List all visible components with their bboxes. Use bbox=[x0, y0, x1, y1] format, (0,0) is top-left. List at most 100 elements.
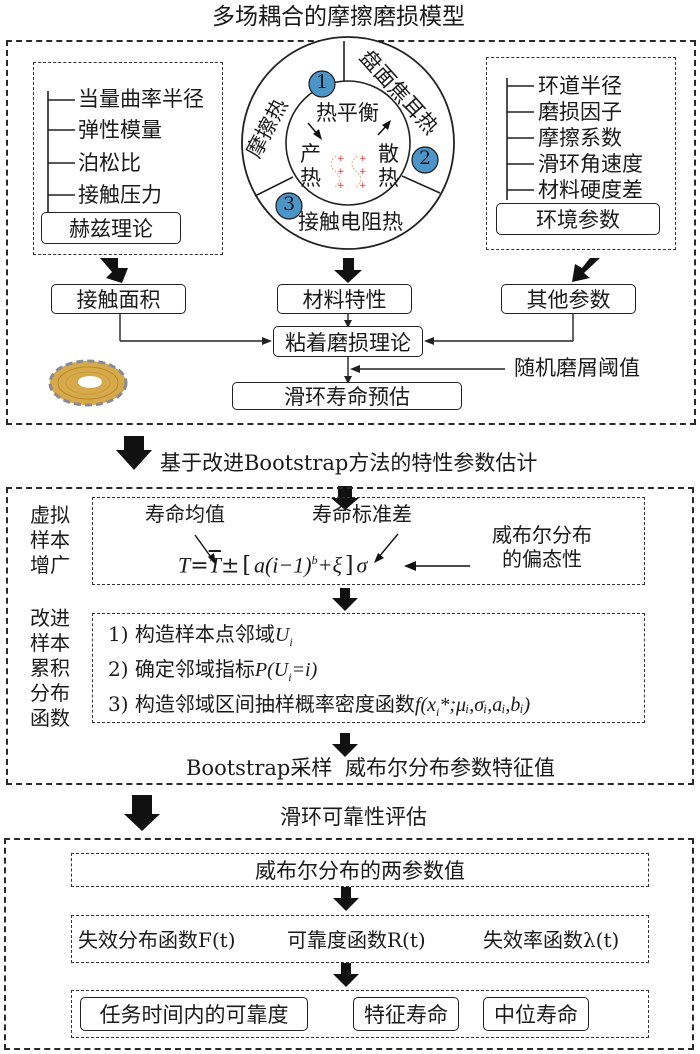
weibull-two-params-box: 威布尔分布的两参数值 bbox=[71, 853, 649, 887]
median-life-box: 中位寿命 bbox=[483, 997, 589, 1031]
badge-2-number: 2 bbox=[419, 147, 432, 169]
functions-box bbox=[71, 915, 649, 963]
ring-center-left: 产热 bbox=[300, 142, 321, 191]
hertz-item: 弹性模量 bbox=[78, 118, 162, 142]
step-suffix: *;μᵢ,σᵢ,aᵢ,bᵢ) bbox=[439, 694, 531, 716]
env-group bbox=[486, 57, 676, 250]
label-line: 虚拟 bbox=[30, 503, 70, 527]
badge-2 bbox=[411, 146, 439, 174]
arrow-cont bbox=[331, 486, 359, 510]
svg-text:+: + bbox=[359, 154, 367, 164]
label-line: 样本 bbox=[30, 528, 70, 552]
arrow-hertz-to-contact bbox=[100, 258, 128, 283]
bootstrap-sampling-label: Bootstrap采样 bbox=[186, 756, 333, 780]
env-item: 摩擦系数 bbox=[538, 126, 622, 150]
formula-eq: = bbox=[190, 553, 209, 579]
step-sub: i bbox=[435, 705, 440, 719]
env-item: 环道半径 bbox=[538, 74, 622, 98]
cdf-step: 1) 构造样本点邻域Ui bbox=[108, 624, 293, 648]
arrow-ring-to-material bbox=[334, 258, 362, 283]
sampling-formula: T=T±[a(i−1)b+ξ]σ bbox=[178, 554, 367, 577]
weibull-two-params-label: 威布尔分布的两参数值 bbox=[255, 859, 465, 883]
step-math: P(U bbox=[254, 659, 289, 681]
characteristic-life-box: 特征寿命 bbox=[353, 997, 459, 1031]
section2-panel bbox=[6, 487, 694, 785]
formula-tbar: T bbox=[208, 552, 221, 578]
weibull-params-label: 威布尔分布参数特征值 bbox=[345, 756, 555, 780]
badge-3-number: 3 bbox=[283, 193, 296, 215]
env-item: 滑环角速度 bbox=[538, 152, 643, 176]
other-params-node: 其他参数 bbox=[501, 284, 636, 314]
step-text: 3) 构造邻域区间抽样概率密度函数 bbox=[108, 692, 415, 716]
life-prediction-node: 滑环寿命预估 bbox=[232, 382, 462, 410]
step-text: 1) 构造样本点邻域 bbox=[108, 622, 275, 646]
adhesive-wear-node: 粘着磨损理论 bbox=[273, 326, 423, 357]
step-sub: i bbox=[288, 670, 292, 684]
step-suffix: =i) bbox=[291, 659, 318, 681]
virtual-sample-box bbox=[92, 497, 645, 585]
label-line: 的偏态性 bbox=[502, 547, 582, 571]
env-item: 磨损因子 bbox=[538, 100, 622, 124]
arrow-to-cdf bbox=[332, 588, 358, 611]
contact-area-node: 接触面积 bbox=[51, 284, 186, 314]
hertz-item: 当量曲率半径 bbox=[78, 87, 204, 111]
svg-text:+: + bbox=[359, 167, 367, 177]
hertz-item: 泊松比 bbox=[78, 151, 141, 175]
ring-center-title: 热平衡 bbox=[316, 101, 379, 125]
hertz-group bbox=[33, 62, 223, 255]
hertz-theory-box: 赫兹理论 bbox=[41, 212, 181, 244]
step-sub: i bbox=[289, 635, 293, 649]
badge-1-number: 1 bbox=[316, 71, 329, 93]
cdf-step: 2) 确定邻域指标P(Ui=i) bbox=[108, 659, 317, 683]
ring-center-right: 散热 bbox=[378, 142, 399, 191]
badge-3 bbox=[275, 192, 303, 220]
svg-text:+: + bbox=[359, 181, 367, 191]
mission-reliability-box: 任务时间内的可靠度 bbox=[80, 997, 308, 1031]
improved-cdf-box bbox=[92, 613, 645, 723]
improved-cdf-label: 改进 样本 累积 分布 函数 bbox=[30, 606, 70, 731]
formula-exp: b bbox=[311, 553, 318, 567]
svg-text:+: + bbox=[337, 181, 345, 191]
label-line: 分布 bbox=[30, 681, 70, 705]
label-line: 威布尔分布 bbox=[492, 523, 592, 547]
step-text: 2) 确定邻域指标 bbox=[108, 657, 255, 681]
failure-rate-label: 失效率函数λ(t) bbox=[483, 928, 620, 952]
skew-label: 威布尔分布 的偏态性 bbox=[492, 523, 592, 571]
section2-title: 基于改进Bootstrap方法的特性参数估计 bbox=[160, 451, 538, 475]
slip-ring-image bbox=[48, 359, 128, 407]
section3-title: 滑环可靠性评估 bbox=[280, 805, 427, 829]
formula-a: a bbox=[253, 552, 265, 578]
formula-sigma: σ bbox=[356, 552, 368, 578]
arrow-to-bootstrap bbox=[332, 733, 358, 757]
std-label: 寿命标准差 bbox=[312, 502, 412, 526]
arrow-env-to-other bbox=[572, 258, 600, 282]
svg-text:+: + bbox=[337, 154, 345, 164]
arrow-to-outputs bbox=[333, 963, 359, 987]
badge-1 bbox=[308, 70, 336, 98]
arrow-to-section2 bbox=[116, 436, 152, 470]
section1-title: 多场耦合的摩擦磨损模型 bbox=[212, 4, 465, 30]
formula-lhs: T bbox=[178, 552, 191, 578]
label-line: 改进 bbox=[30, 606, 70, 630]
arrow-to-functions bbox=[333, 887, 359, 911]
formula-paren: (i−1) bbox=[264, 552, 312, 578]
formula-plus-xi: +ξ bbox=[317, 552, 342, 578]
formula-open: [ bbox=[242, 553, 251, 579]
label-line: 增广 bbox=[30, 553, 70, 577]
env-params-box: 环境参数 bbox=[496, 203, 660, 235]
reliability-function-label: 可靠度函数R(t) bbox=[287, 928, 426, 952]
step-math: f(x bbox=[414, 694, 436, 716]
virtual-sample-label: 虚拟 样本 增广 bbox=[30, 503, 70, 578]
step-math: U bbox=[274, 624, 290, 646]
svg-text:+: + bbox=[337, 167, 345, 177]
label-line: 样本 bbox=[30, 631, 70, 655]
outputs-box bbox=[71, 990, 649, 1038]
env-item: 材料硬度差 bbox=[538, 178, 643, 202]
failure-cdf-label: 失效分布函数F(t) bbox=[78, 928, 236, 952]
cdf-step: 3) 构造邻域区间抽样概率密度函数f(xi*;μᵢ,σᵢ,aᵢ,bᵢ) bbox=[108, 694, 530, 718]
mean-label: 寿命均值 bbox=[145, 502, 225, 526]
label-line: 累积 bbox=[30, 656, 70, 680]
label-line: 函数 bbox=[30, 706, 70, 730]
hertz-item: 接触压力 bbox=[78, 183, 162, 207]
